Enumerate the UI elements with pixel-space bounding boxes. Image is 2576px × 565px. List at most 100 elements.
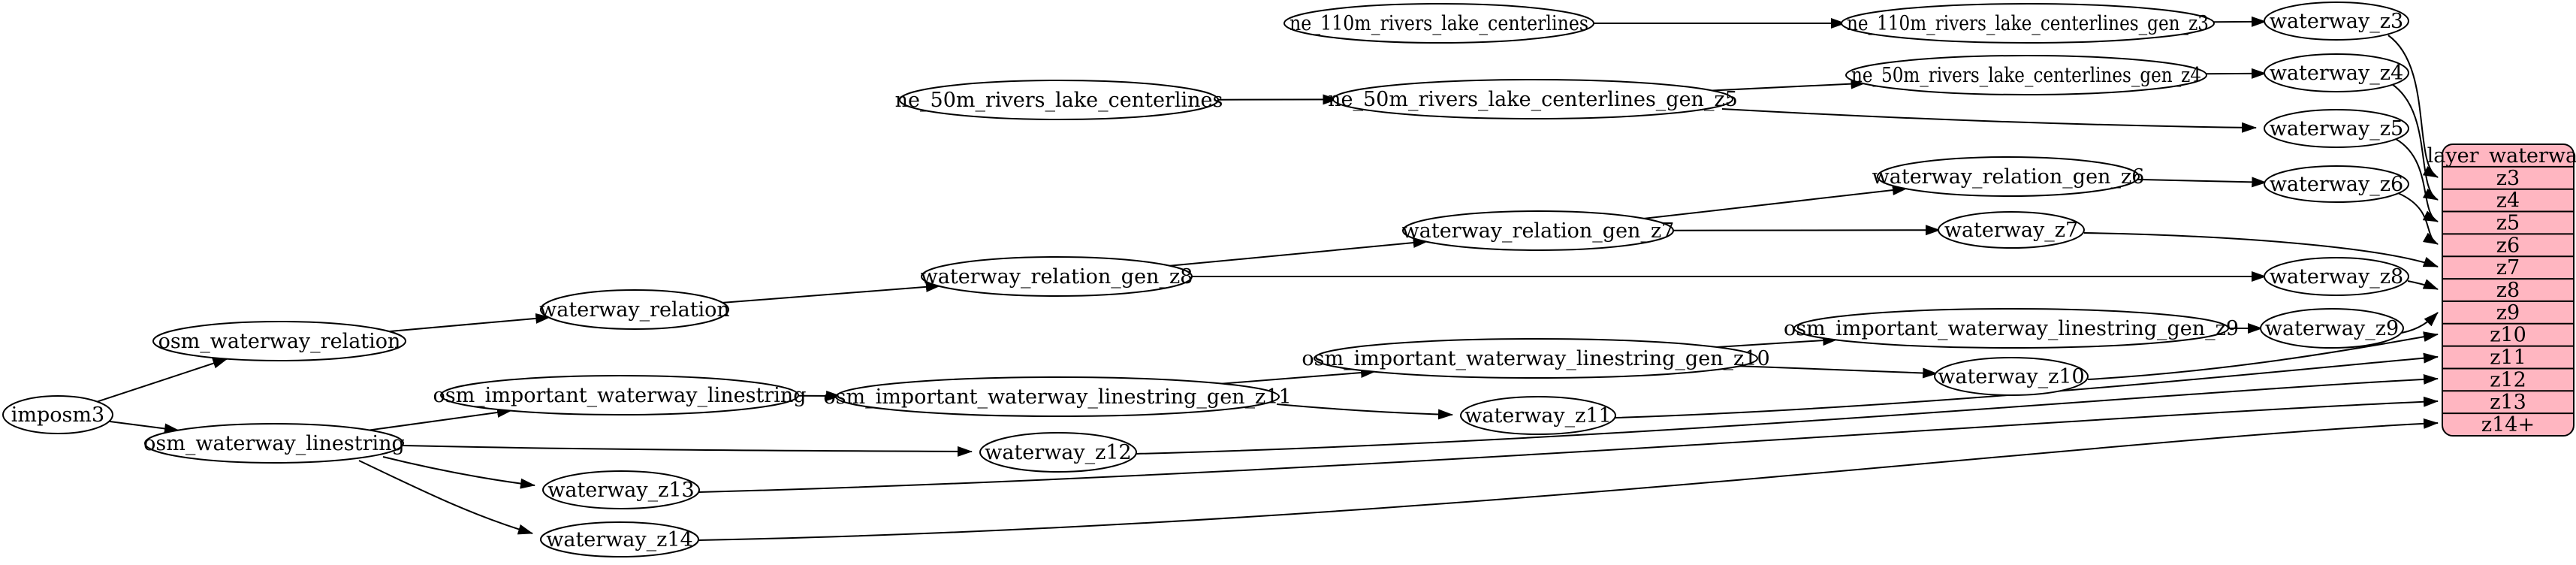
node-waterway_z7: waterway_z7 [1938, 211, 2085, 249]
table-row-z9: z9 [2496, 301, 2520, 325]
node-label: ne_110m_rivers_lake_centerlines [1290, 12, 1588, 35]
edge-osm_important_waterway_linestring_gen_z10-to-waterway_z10 [1739, 365, 1938, 379]
node-waterway_z5: waterway_z5 [2264, 109, 2409, 148]
edge-osm_important_waterway_linestring_gen_z11-to-osm_important_waterway_linestring_gen_z10 [1222, 367, 1376, 385]
edge-osm_waterway_linestring-to-waterway_z14 [358, 460, 533, 535]
node-ellipse [2264, 109, 2409, 148]
node-osm_waterway_relation: osm_waterway_relation [152, 321, 406, 361]
node-label: waterway_z10 [1938, 365, 2085, 388]
node-label: waterway_relation_gen_z6 [1872, 165, 2145, 189]
table-title: layer_waterway [2427, 144, 2576, 168]
node-waterway_z11: waterway_z11 [1460, 396, 1616, 435]
edge-waterway_z8-to-layer-z8 [2407, 279, 2439, 290]
node-waterway_z14: waterway_z14 [540, 521, 699, 557]
node-ellipse [1793, 308, 2229, 349]
edge-imposm3-to-osm_waterway_relation [97, 358, 228, 403]
edge-waterway_relation_gen_z6-to-waterway_z6 [2137, 177, 2267, 188]
node-label: osm_important_waterway_linestring [433, 384, 806, 407]
layer-waterway-table: layer_waterwayz3z4z5z6z7z8z9z10z11z12z13… [2427, 144, 2576, 437]
edge-waterway_z3-to-layer-z3 [2387, 35, 2439, 178]
node-label: osm_important_waterway_linestring_gen_z1… [823, 385, 1291, 409]
node-ellipse [1332, 79, 1733, 119]
node-label: ne_50m_rivers_lake_centerlines_gen_z5 [1328, 88, 1738, 111]
node-waterway_z13: waterway_z13 [542, 470, 700, 509]
node-label: waterway_z4 [2270, 62, 2403, 85]
node-ellipse [2260, 308, 2404, 349]
table-row-z10: z10 [2490, 324, 2526, 347]
edge-osm_waterway_linestring-to-waterway_z12 [403, 445, 973, 457]
node-label: waterway_z11 [1464, 404, 1612, 428]
edge-waterway_z7-to-layer-z7 [2083, 232, 2439, 267]
edge-ne_110m_rivers_lake_centerlines_gen_z3-to-waterway_z3 [2213, 16, 2267, 27]
node-label: osm_waterway_linestring [143, 432, 405, 455]
node-waterway_z8: waterway_z8 [2264, 257, 2409, 296]
edge-osm_waterway_relation-to-waterway_relation [388, 313, 551, 333]
node-osm_important_waterway_linestring_gen_z11: osm_important_waterway_linestring_gen_z1… [823, 376, 1292, 417]
node-ellipse [1845, 55, 2207, 95]
node-ellipse [540, 289, 729, 330]
table-row-z6: z6 [2496, 234, 2520, 257]
nodes-layer: imposm3 osm_waterway_relation osm_waterway… [2, 2, 2409, 557]
node-ellipse [2, 395, 113, 434]
edge-osm_important_waterway_linestring_gen_z10-to-osm_important_waterway_linestring_gen_z9 [1716, 335, 1838, 348]
node-label: waterway_relation_gen_z7 [1402, 219, 1675, 243]
table-row-z7: z7 [2496, 256, 2520, 279]
node-label: waterway_z14 [546, 528, 693, 551]
edge-osm_waterway_linestring-to-waterway_z13 [382, 456, 535, 489]
edge-waterway_z5-to-layer-z5 [2395, 138, 2439, 222]
node-waterway_relation: waterway_relation [539, 289, 730, 330]
node-ne_110m_rivers_lake_centerlines_gen_z3: ne_110m_rivers_lake_centerlines_gen_z3 [1841, 3, 2215, 44]
node-ellipse [2264, 165, 2409, 203]
node-ellipse [1841, 3, 2215, 44]
edge-osm_waterway_linestring-to-osm_important_waterway_linestring [369, 407, 512, 431]
node-label: osm_important_waterway_linestring_gen_z1… [1302, 347, 1769, 370]
node-imposm3: imposm3 [2, 395, 113, 434]
node-label: waterway_z9 [2265, 317, 2399, 340]
edge-waterway_z11-to-layer-z11 [1615, 352, 2439, 418]
edge-ne_50m_rivers_lake_centerlines_gen_z5-to-ne_50m_rivers_lake_centerlines_gen_z4 [1712, 78, 1866, 92]
node-ellipse [979, 432, 1137, 473]
table-row-z8: z8 [2496, 279, 2520, 302]
node-label: waterway_z6 [2270, 173, 2403, 196]
table-row-z14+: z14+ [2481, 413, 2535, 437]
edge-waterway_z9-to-layer-z9 [2401, 312, 2439, 334]
edge-waterway_z4-to-layer-z4 [2391, 83, 2439, 201]
node-label: ne_50m_rivers_lake_centerlines [895, 89, 1223, 112]
edge-waterway_z14-to-layer-z14+ [698, 418, 2439, 541]
table-row-z11: z11 [2490, 346, 2526, 370]
node-ellipse [899, 80, 1219, 120]
node-waterway_z4: waterway_z4 [2264, 53, 2409, 92]
node-ellipse [1460, 396, 1616, 435]
edge-osm_important_waterway_linestring_gen_z11-to-waterway_z11 [1276, 403, 1453, 420]
node-ne_50m_rivers_lake_centerlines: ne_50m_rivers_lake_centerlines [895, 80, 1223, 120]
edge-waterway_z6-to-layer-z6 [2397, 192, 2439, 245]
node-waterway_z6: waterway_z6 [2264, 165, 2409, 203]
node-label: waterway_z12 [985, 441, 1132, 464]
node-ellipse [542, 470, 700, 509]
table-row-z3: z3 [2496, 167, 2520, 190]
node-ellipse [1402, 210, 1674, 251]
node-ne_110m_rivers_lake_centerlines: ne_110m_rivers_lake_centerlines [1283, 3, 1594, 44]
node-ellipse [540, 521, 699, 557]
edge-ne_50m_rivers_lake_centerlines_gen_z5-to-waterway_z5 [1721, 108, 2257, 133]
node-ellipse [835, 376, 1280, 417]
node-label: waterway_z13 [547, 479, 695, 502]
node-ellipse [144, 423, 404, 464]
node-label: waterway_z7 [1944, 219, 2078, 242]
node-ellipse [2264, 257, 2409, 296]
node-waterway_z12: waterway_z12 [979, 432, 1137, 473]
node-waterway_z10: waterway_z10 [1934, 357, 2089, 396]
node-waterway_relation_gen_z7: waterway_relation_gen_z7 [1402, 210, 1675, 251]
node-osm_waterway_linestring: osm_waterway_linestring [143, 423, 405, 464]
edge-waterway_relation-to-waterway_relation_gen_z8 [722, 281, 941, 304]
node-osm_important_waterway_linestring_gen_z10: osm_important_waterway_linestring_gen_z1… [1302, 338, 1770, 379]
node-label: waterway_z3 [2270, 10, 2403, 33]
table-row-z13: z13 [2490, 391, 2526, 414]
node-ellipse [152, 321, 406, 361]
node-osm_important_waterway_linestring_gen_z9: osm_important_waterway_linestring_gen_z9 [1784, 308, 2239, 349]
node-ellipse [440, 375, 799, 415]
node-ellipse [1934, 357, 2089, 396]
node-label: waterway_relation_gen_z8 [921, 265, 1193, 289]
